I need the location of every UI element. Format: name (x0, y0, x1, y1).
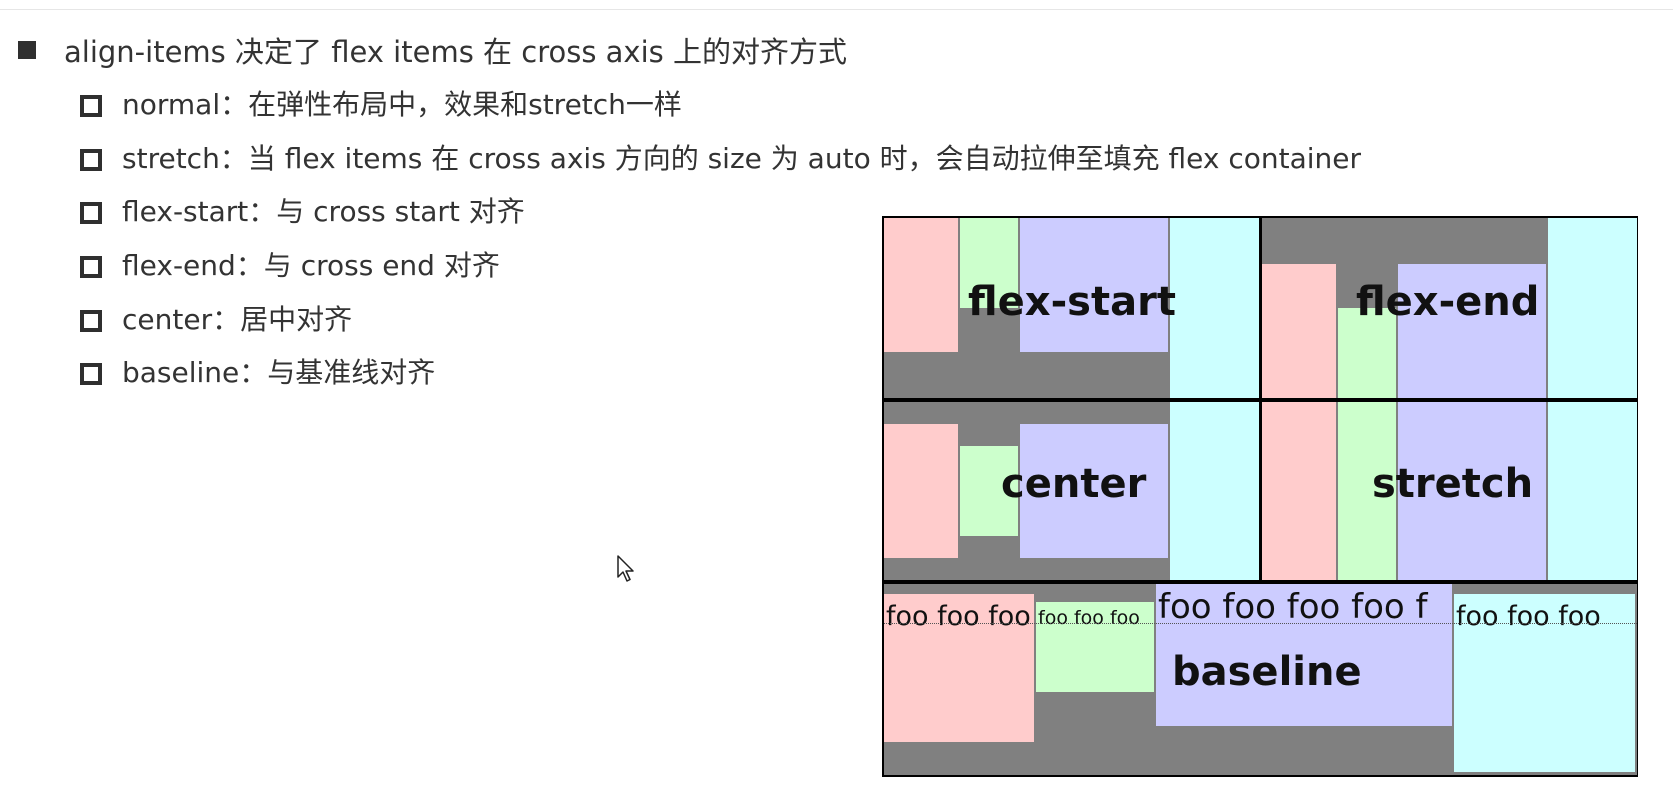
green-item (1338, 308, 1396, 398)
list-item-text: center：居中对齐 (122, 303, 353, 336)
foo-text: foo foo foo foo f (1158, 588, 1428, 626)
list-item-text: normal：在弹性布局中，效果和stretch一样 (122, 88, 682, 121)
cyan-item: foo foo foo (1454, 594, 1635, 772)
top-divider (0, 9, 1673, 10)
flex-start-panel: flex-start (884, 218, 1259, 398)
center-label: center (1001, 461, 1147, 507)
cyan-item (1170, 402, 1259, 580)
center-panel: center (884, 402, 1259, 580)
violet-item (1398, 264, 1546, 398)
cyan-item (1548, 402, 1637, 580)
flex-end-panel: flex-end (1262, 218, 1637, 398)
list-item-text: flex-start：与 cross start 对齐 (122, 195, 525, 228)
mouse-cursor-icon (617, 555, 634, 582)
list-item-text: stretch：当 flex items 在 cross axis 方向的 si… (122, 142, 1362, 175)
baseline-guide-line (884, 623, 1637, 624)
pink-item (884, 424, 958, 558)
green-item (1338, 402, 1396, 580)
pink-item (1262, 264, 1336, 398)
heading-text: align-items 决定了 flex items 在 cross axis … (64, 35, 847, 69)
violet-item (1398, 402, 1546, 580)
list-item-text: baseline：与基准线对齐 (122, 356, 436, 389)
hollow-square-bullet-icon (80, 363, 102, 385)
stretch-label: stretch (1372, 461, 1534, 507)
square-bullet-icon (18, 41, 36, 59)
violet-item (1020, 424, 1168, 558)
cyan-item (1548, 218, 1637, 398)
foo-text: foo foo foo (1456, 602, 1601, 632)
hollow-square-bullet-icon (80, 95, 102, 117)
green-item (960, 218, 1018, 308)
hollow-square-bullet-icon (80, 149, 102, 171)
hollow-square-bullet-icon (80, 256, 102, 278)
foo-text: foo foo foo (886, 602, 1031, 632)
green-item (960, 446, 1018, 536)
baseline-label: baseline (1172, 649, 1362, 695)
hollow-square-bullet-icon (80, 202, 102, 224)
align-items-diagram: flex-start flex-end center stretch foo f… (882, 216, 1638, 777)
flex-end-label: flex-end (1356, 279, 1540, 325)
list-item-text: flex-end：与 cross end 对齐 (122, 249, 500, 282)
pink-item (884, 218, 958, 352)
baseline-panel: foo foo foo foo foo foo foo foo foo foo … (884, 584, 1637, 775)
hollow-square-bullet-icon (80, 310, 102, 332)
violet-item: foo foo foo foo f (1156, 584, 1452, 726)
green-item: foo foo foo (1036, 602, 1154, 692)
flex-start-label: flex-start (968, 279, 1176, 325)
cyan-item (1170, 218, 1259, 398)
pink-item (1262, 402, 1336, 580)
foo-text: foo foo foo (1038, 607, 1140, 629)
stretch-panel: stretch (1262, 402, 1637, 580)
violet-item (1020, 218, 1168, 352)
pink-item: foo foo foo (884, 594, 1034, 742)
